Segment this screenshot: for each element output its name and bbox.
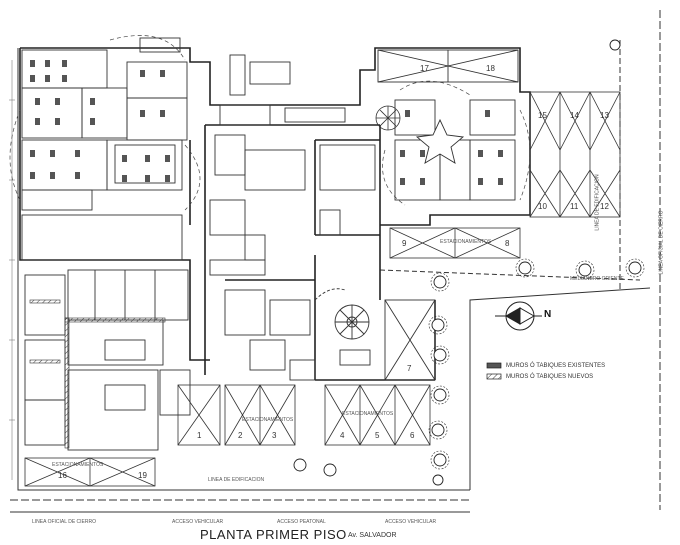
- label-estacionamientos-east: ESTACIONAMIENTOS: [440, 239, 492, 245]
- space-19: 19: [138, 471, 147, 480]
- north-label: N: [544, 309, 552, 320]
- space-8: 8: [505, 239, 510, 248]
- east-wing-chairs: [400, 110, 503, 185]
- space-18: 18: [486, 64, 495, 73]
- label-acceso-vehicular-b: ACCESO VEHICULAR: [385, 519, 437, 525]
- spiral-stair-north: [375, 105, 401, 131]
- legend-existing-walls: MUROS Ó TABIQUES EXISTENTES: [506, 363, 606, 369]
- label-estacionamientos-south-a: ESTACIONAMIENTOS: [242, 417, 294, 423]
- southwest-hatched-walls: [29, 299, 166, 449]
- space-11: 11: [570, 202, 579, 211]
- space-17: 17: [420, 64, 429, 73]
- space-9: 9: [402, 239, 407, 248]
- street-name: Av. SALVADOR: [348, 532, 397, 539]
- space-15: 15: [538, 111, 547, 120]
- label-linea-edificacion: LINEA DE EDIFICACION: [208, 477, 265, 483]
- legend-new-walls: MUROS Ó TABIQUES NUEVOS: [506, 374, 594, 380]
- label-estacionamientos-west: ESTACIONAMIENTOS: [52, 462, 104, 468]
- label-medianero: MEDIANERO ORIENTE: [570, 276, 624, 282]
- parking-18-19: [24, 457, 156, 487]
- east-wing-rooms: [377, 49, 519, 201]
- legend-swatches: [486, 362, 502, 380]
- label-linea-oficial-east: LINEA OFICIAL DE CIERRO: [658, 210, 665, 275]
- space-13: 13: [600, 111, 609, 120]
- north-arrow: [495, 301, 542, 331]
- space-4: 4: [340, 431, 345, 440]
- space-2: 2: [238, 431, 243, 440]
- central-corridor-rooms: [224, 289, 436, 381]
- property-boundary: [10, 10, 661, 513]
- dimension-marks: [9, 60, 15, 480]
- space-3: 3: [272, 431, 277, 440]
- parking-8-9: [389, 227, 521, 259]
- star-fountain: [415, 118, 465, 164]
- space-14: 14: [570, 111, 579, 120]
- central-spiral-stair: [314, 288, 370, 340]
- west-wing-rooms: [21, 37, 188, 261]
- east-parking: [529, 91, 621, 218]
- trees: [293, 39, 642, 486]
- label-estacionamientos-south-b: ESTACIONAMIENTOS: [342, 411, 394, 417]
- plan-title: PLANTA PRIMER PISO: [200, 527, 347, 542]
- tree-canopies: [428, 258, 645, 470]
- label-linea-oficial-south: LINEA OFICIAL DE CIERRO: [32, 519, 96, 525]
- building-outline: [19, 47, 531, 381]
- space-12: 12: [600, 202, 609, 211]
- space-7: 7: [407, 364, 412, 373]
- space-10: 10: [538, 202, 547, 211]
- label-acceso-vehicular-a: ACCESO VEHICULAR: [172, 519, 224, 525]
- central-north-rooms: [209, 54, 376, 276]
- space-5: 5: [375, 431, 380, 440]
- label-acceso-peatonal: ACCESO PEATONAL: [277, 519, 326, 525]
- space-1: 1: [197, 431, 202, 440]
- west-wing-chairs: [30, 60, 170, 182]
- space-16: 16: [58, 471, 67, 480]
- space-6: 6: [410, 431, 415, 440]
- south-parking: [177, 384, 431, 446]
